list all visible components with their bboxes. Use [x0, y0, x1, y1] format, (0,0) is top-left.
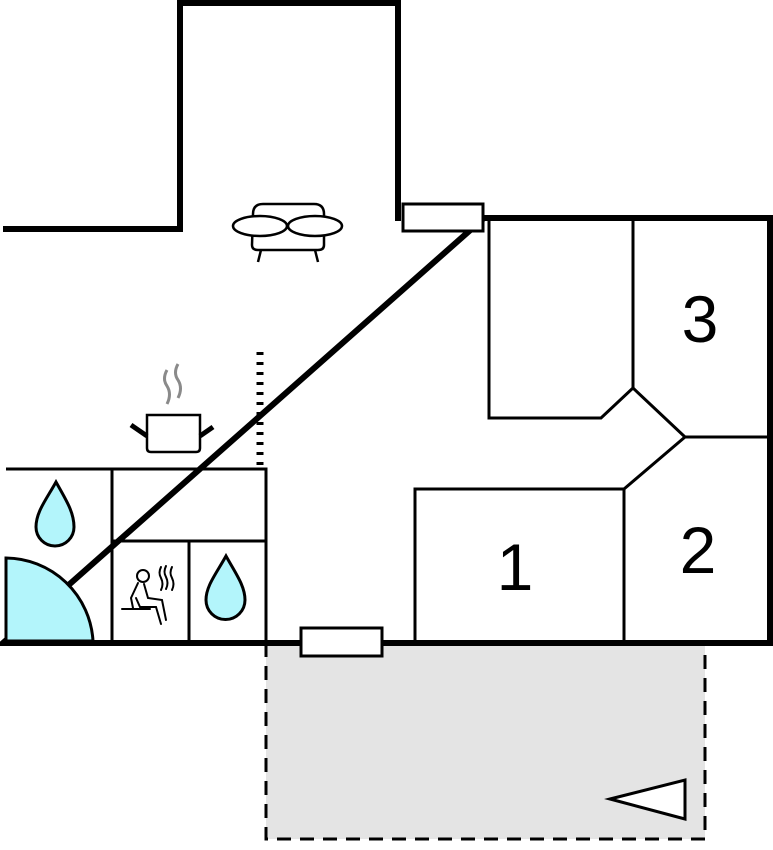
sofa-icon — [231, 202, 344, 263]
sauna-icon — [121, 565, 175, 625]
room-label-1: 1 — [497, 530, 534, 604]
whirlpool-icon — [4, 556, 95, 643]
water-drop-icon — [34, 478, 76, 548]
interior-walls — [413, 221, 767, 641]
room-label-3: 3 — [682, 282, 719, 356]
wet-area-walls — [6, 467, 268, 641]
direction-arrow-icon — [604, 778, 687, 821]
outer-wall — [0, 0, 773, 646]
room-label-2: 2 — [680, 513, 717, 587]
window-bottom — [299, 626, 384, 658]
terrace — [264, 643, 707, 841]
window-top — [401, 202, 485, 233]
cooking-pot-icon — [129, 363, 215, 454]
water-drop-icon — [204, 552, 247, 621]
